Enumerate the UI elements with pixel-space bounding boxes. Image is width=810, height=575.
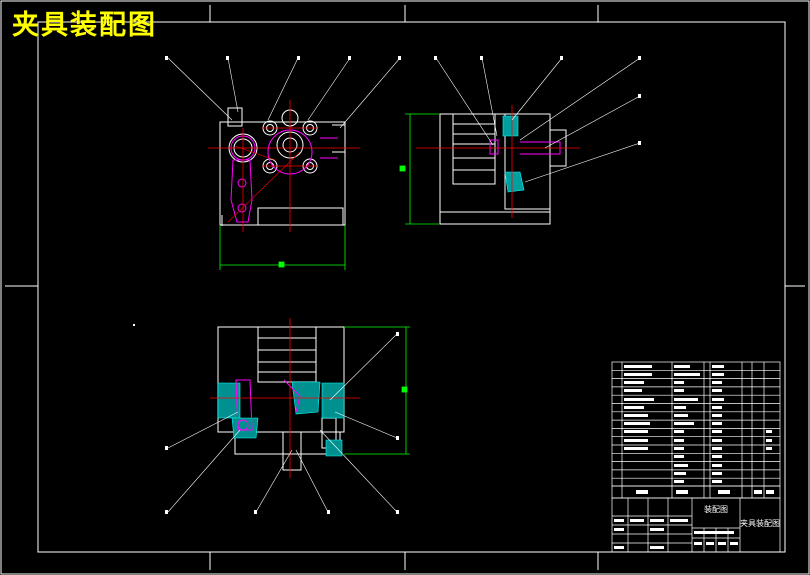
side-section-fill <box>502 115 525 193</box>
front-view <box>165 56 401 270</box>
bill-of-materials <box>611 361 781 499</box>
section-dimension <box>344 326 410 455</box>
side-leaders <box>435 57 641 183</box>
section-view <box>133 318 410 514</box>
front-dimension <box>219 225 346 270</box>
side-view <box>399 56 641 225</box>
bom-text-marks <box>624 365 774 494</box>
side-dimension <box>399 113 440 225</box>
front-centerlines <box>208 100 360 232</box>
front-leaders <box>167 57 401 129</box>
drawing-title: 夹具装配图 <box>12 10 157 41</box>
title-block-part-name: 夹具装配图 <box>740 518 780 528</box>
section-leaders <box>167 333 398 513</box>
front-balloons <box>165 56 401 60</box>
title-block-drawing-type: 装配图 <box>704 504 728 514</box>
title-block-text-marks <box>614 519 738 549</box>
